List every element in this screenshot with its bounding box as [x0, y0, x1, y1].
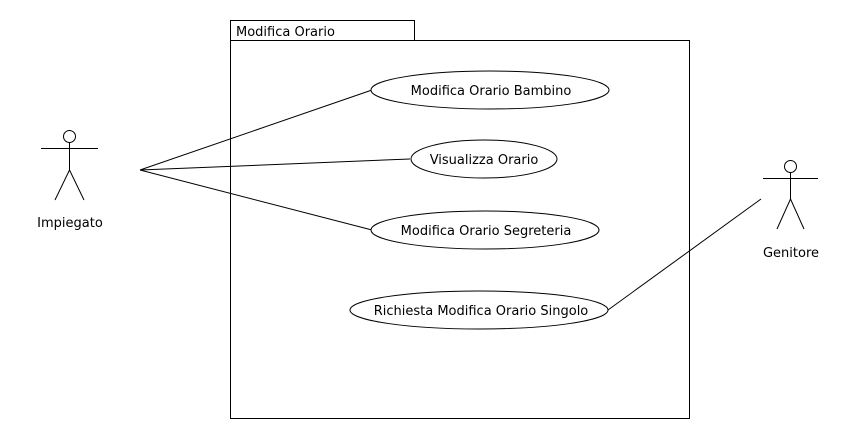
use-case-modifica-orario-segreteria-ellipse [370, 210, 600, 250]
associations [139, 89, 762, 311]
actor-impiegato-right-leg [69, 169, 85, 201]
actor-impiegato: Impiegato [37, 130, 103, 231]
actor-impiegato-left-leg [54, 169, 70, 201]
use-case-richiesta-modifica-orario-singolo-label: Richiesta Modifica Orario Singolo [374, 304, 589, 319]
use-case-modifica-orario-segreteria-label: Modifica Orario Segreteria [401, 224, 572, 239]
package-title: Modifica Orario [236, 25, 335, 40]
use-case-visualizza-orario: Visualizza Orario [410, 139, 558, 179]
association-impiegato-visualizza-orario [139, 158, 411, 171]
actor-genitore-right-leg [790, 198, 805, 230]
actor-genitore-head [784, 160, 797, 173]
use-case-modifica-orario-bambino-ellipse [370, 70, 610, 110]
use-case-visualizza-orario-label: Visualizza Orario [430, 153, 539, 168]
use-case-visualizza-orario-ellipse [410, 139, 558, 179]
use-case-richiesta-modifica-orario-singolo-ellipse [349, 290, 609, 330]
association-impiegato-modifica-orario-segreteria [139, 169, 373, 231]
use-case-modifica-orario-bambino: Modifica Orario Bambino [370, 70, 610, 110]
use-case-modifica-orario-bambino-label: Modifica Orario Bambino [411, 84, 572, 99]
actor-genitore-left-leg [776, 198, 791, 230]
actor-genitore: Genitore [763, 160, 819, 261]
association-impiegato-modifica-orario-bambino [139, 89, 373, 171]
actor-impiegato-label: Impiegato [37, 216, 103, 231]
association-genitore-richiesta-modifica-orario-singolo [607, 198, 762, 311]
use-case-richiesta-modifica-orario-singolo: Richiesta Modifica Orario Singolo [349, 290, 609, 330]
use-case-modifica-orario-segreteria: Modifica Orario Segreteria [370, 210, 600, 250]
actor-genitore-label: Genitore [763, 246, 819, 261]
actor-impiegato-head [63, 130, 76, 143]
